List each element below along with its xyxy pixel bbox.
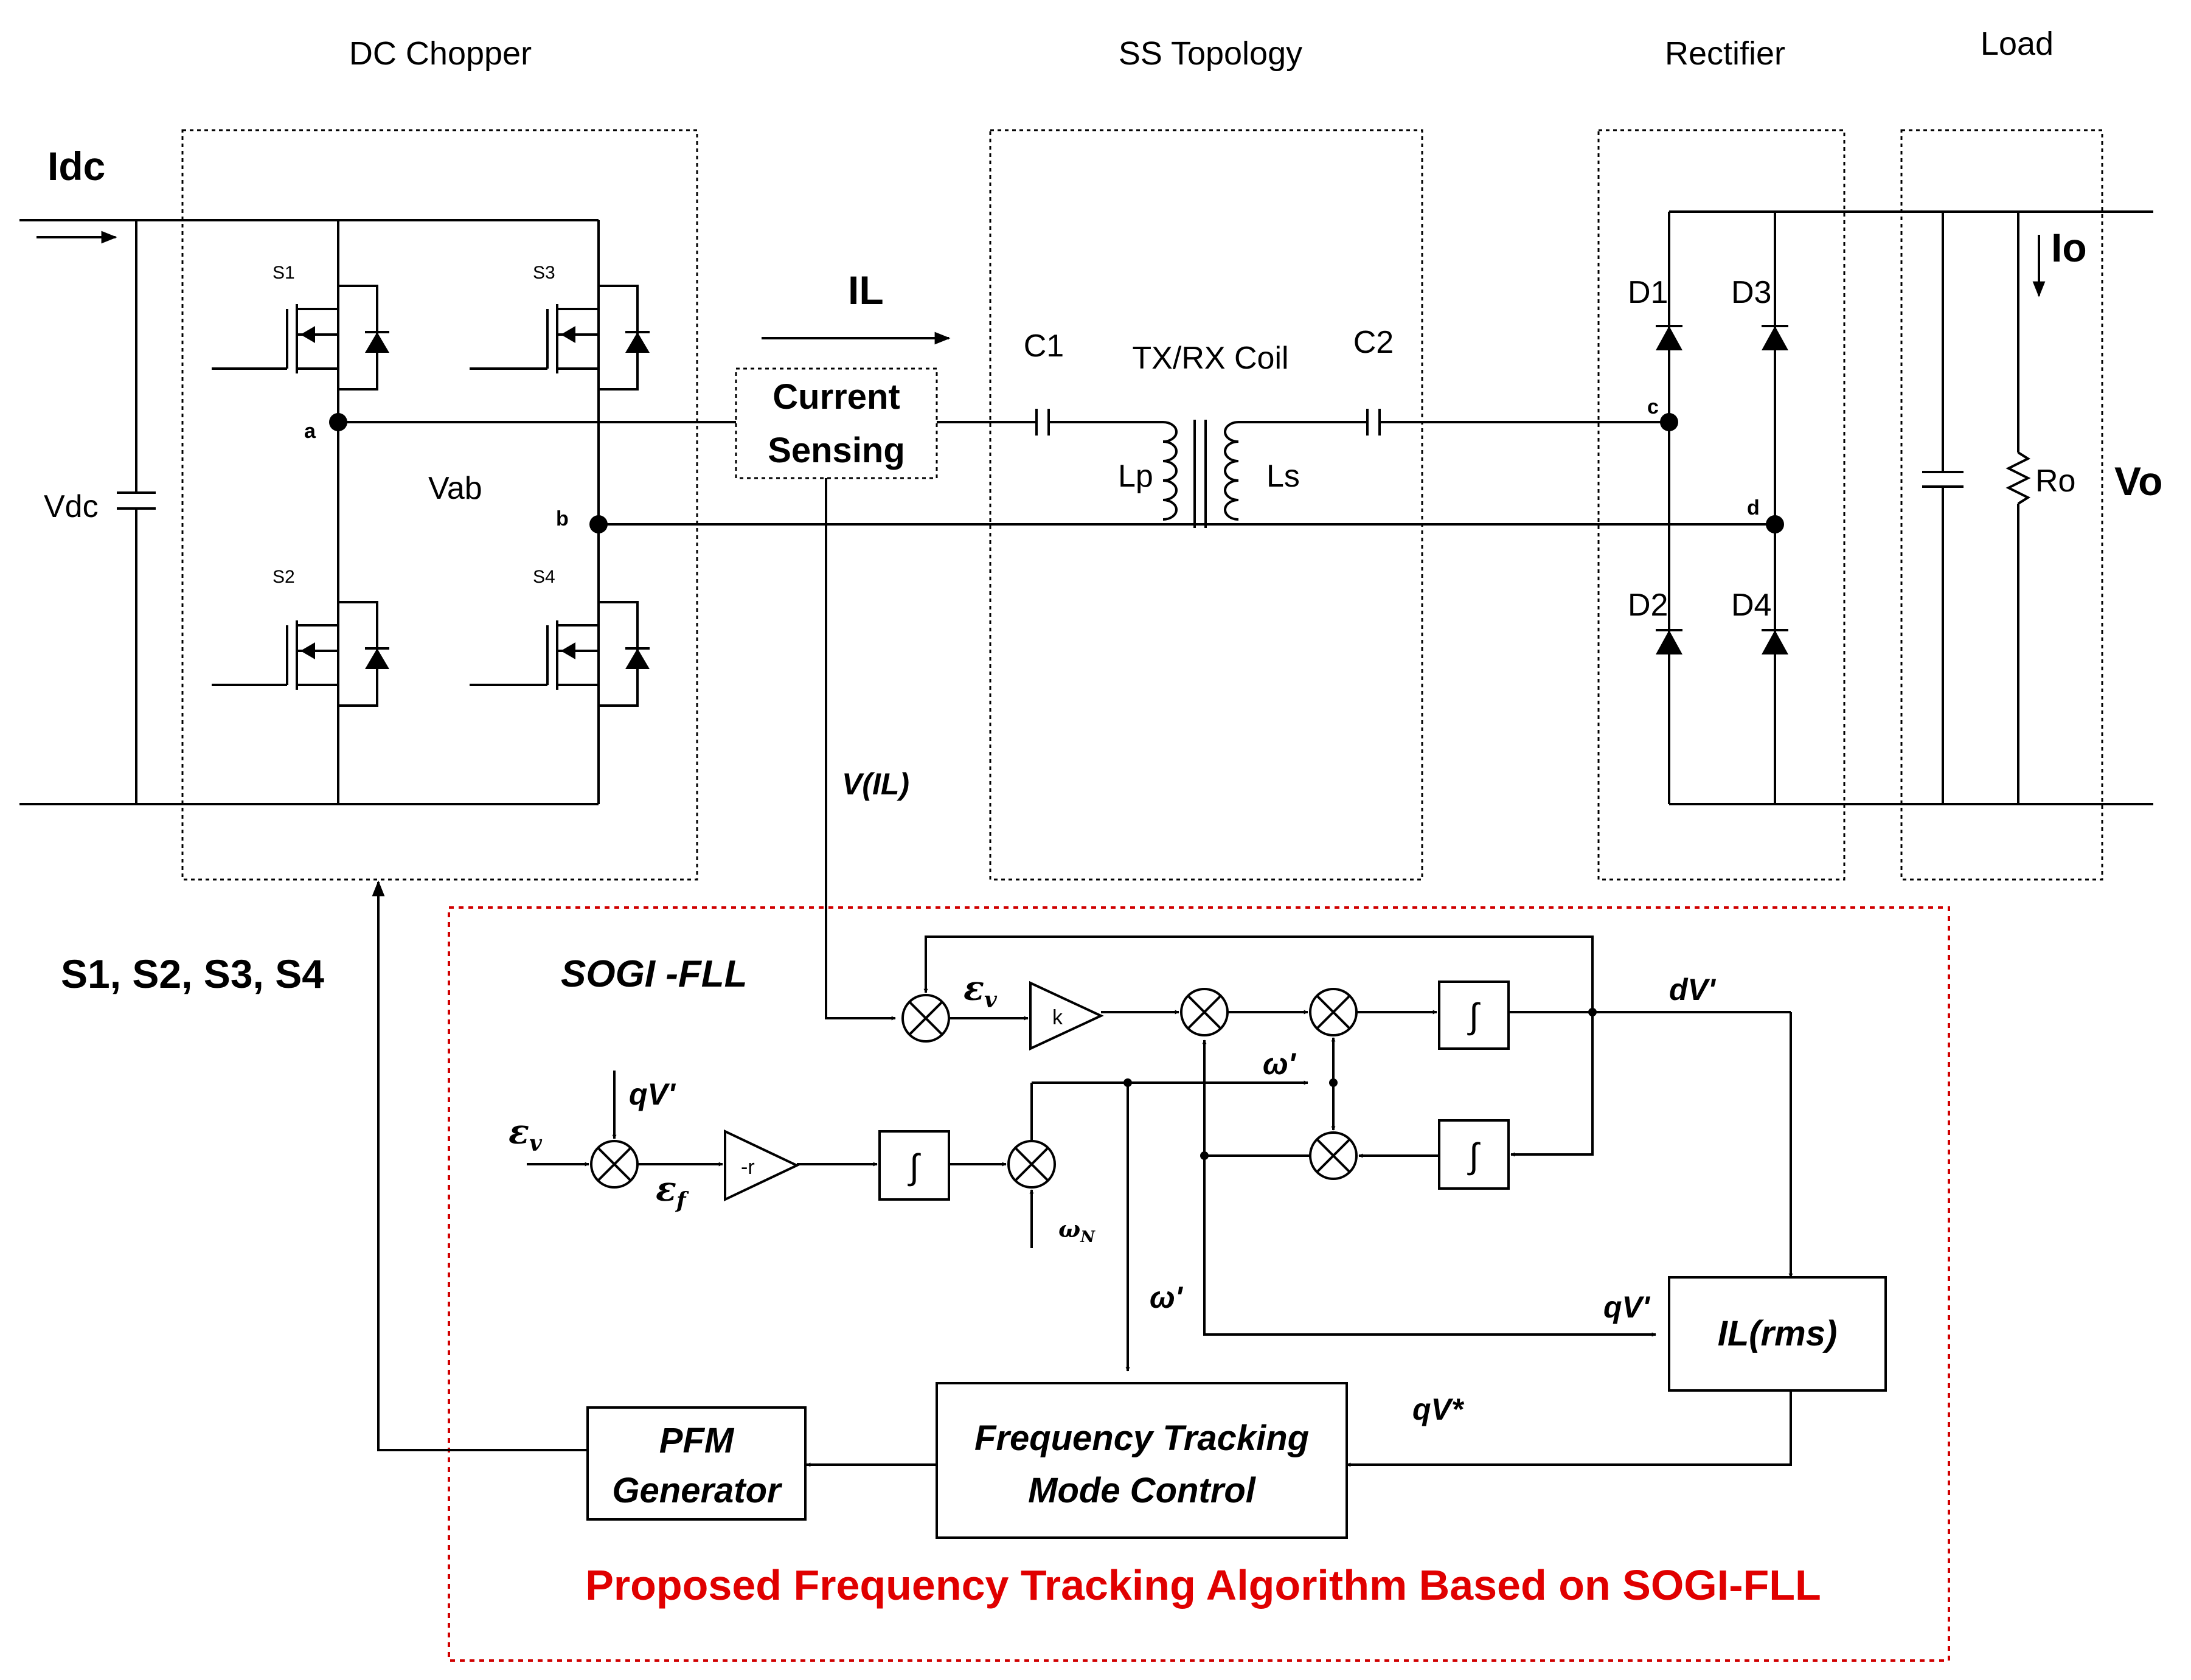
junction-qv <box>1200 1151 1209 1160</box>
gain-r-label: -r <box>741 1156 755 1179</box>
node-d-label: d <box>1747 496 1760 519</box>
c2-label: C2 <box>1353 325 1394 360</box>
switch-s2 <box>212 584 389 707</box>
dv-label: dV' <box>1669 973 1717 1007</box>
current-sensing-line2: Sensing <box>768 431 905 470</box>
node-a-label: a <box>304 420 316 443</box>
node-c-label: c <box>1647 395 1659 418</box>
gain-k-label: k <box>1052 1006 1063 1029</box>
il-rms-block <box>1668 1276 1887 1392</box>
node-a-dot <box>329 413 347 431</box>
section-label-ss-topology: SS Topology <box>1119 35 1302 72</box>
junction-omega <box>1123 1078 1132 1087</box>
switch-s1 <box>212 268 389 390</box>
load-circuit <box>1922 212 2031 804</box>
section-label-rectifier: Rectifier <box>1665 35 1785 72</box>
omega-n-label: ωN <box>1058 1215 1096 1246</box>
gate-signal-line <box>372 880 588 1451</box>
pfm-generator-block <box>586 1406 807 1521</box>
load-box <box>1900 129 2103 881</box>
summer-error-v <box>901 994 950 1043</box>
error-v-label: εv <box>964 968 998 1013</box>
gain-k-block <box>1029 981 1104 1051</box>
algorithm-caption: Proposed Frequency Tracking Algorithm Ba… <box>585 1561 1821 1609</box>
switch-s3 <box>470 268 650 390</box>
section-label-load: Load <box>1981 26 2054 62</box>
integrator-upper-symbol: ∫ <box>1467 996 1481 1036</box>
ss-topology-box <box>989 129 1423 881</box>
qv-rms-label: qV' <box>1603 1290 1651 1324</box>
ls-label: Ls <box>1266 459 1300 494</box>
switch-label-s1: S1 <box>273 263 295 283</box>
v-il-signal-line <box>825 478 896 1021</box>
node-d-dot <box>1766 515 1784 533</box>
pfm-line2: Generator <box>612 1471 783 1510</box>
dc-chopper-box <box>181 129 698 881</box>
ss-resonant-tank <box>599 409 1775 528</box>
switch-label-s3: S3 <box>533 263 555 283</box>
node-c-dot <box>1660 413 1678 431</box>
switch-label-s4: S4 <box>533 567 555 587</box>
section-label-dc-chopper: DC Chopper <box>349 35 532 72</box>
multiplier-lower <box>1309 1131 1358 1180</box>
frequency-tracking-line2: Mode Control <box>1028 1471 1257 1510</box>
ro-label: Ro <box>2035 463 2075 499</box>
sogi-signal-lines <box>527 935 1793 1467</box>
switch-label-s2: S2 <box>273 567 295 587</box>
dc-bus <box>19 219 1775 805</box>
frequency-tracking-line1: Frequency Tracking <box>974 1418 1309 1458</box>
integrator-lower-symbol: ∫ <box>1467 1136 1481 1176</box>
rectifier-bridge <box>1656 210 2153 805</box>
summer-omega <box>1007 1140 1056 1189</box>
il-label: IL <box>848 268 884 313</box>
current-sensing-line1: Current <box>773 377 900 417</box>
gate-signals-label: S1, S2, S3, S4 <box>61 951 324 996</box>
switch-s4 <box>470 584 650 707</box>
multiplier-fll <box>590 1140 639 1189</box>
sogi-fll-title: SOGI -FLL <box>561 953 748 995</box>
qv-input-label: qV' <box>629 1077 676 1111</box>
junction-dv <box>1588 1008 1597 1016</box>
gain-r-block <box>724 1129 800 1202</box>
lp-label: Lp <box>1118 459 1153 494</box>
node-b-label: b <box>556 507 569 530</box>
qv-star-label: qV* <box>1412 1392 1465 1426</box>
vab-label: Vab <box>428 471 482 506</box>
omega-upper-label: ω' <box>1263 1047 1297 1081</box>
error-f-label: εf <box>656 1169 689 1213</box>
pfm-line1: PFM <box>659 1421 735 1460</box>
vo-label: Vo <box>2114 459 2162 504</box>
tx-rx-coil-label: TX/RX Coil <box>1132 341 1288 376</box>
integrator-fll-symbol: ∫ <box>908 1147 921 1187</box>
idc-label: Idc <box>47 144 105 189</box>
junction-omega-mult <box>1329 1078 1338 1087</box>
integrator-upper <box>1438 981 1510 1050</box>
d4-label: D4 <box>1731 588 1771 623</box>
control-algorithm-box <box>448 906 1950 1662</box>
d3-label: D3 <box>1731 275 1771 310</box>
omega-lower-label: ω' <box>1150 1280 1184 1314</box>
v-il-label: V(IL) <box>842 767 909 801</box>
error-v-input-label: εv <box>509 1112 543 1156</box>
vdc-label: Vdc <box>44 489 99 524</box>
d1-label: D1 <box>1628 275 1668 310</box>
c1-label: C1 <box>1024 328 1064 364</box>
summer-k-output <box>1180 988 1229 1036</box>
rectifier-box <box>1597 129 1846 881</box>
d2-label: D2 <box>1628 588 1668 623</box>
frequency-tracking-block <box>936 1382 1348 1539</box>
multiplier-upper <box>1309 988 1358 1036</box>
io-label: Io <box>2051 225 2087 270</box>
il-rms-label: IL(rms) <box>1718 1314 1838 1353</box>
